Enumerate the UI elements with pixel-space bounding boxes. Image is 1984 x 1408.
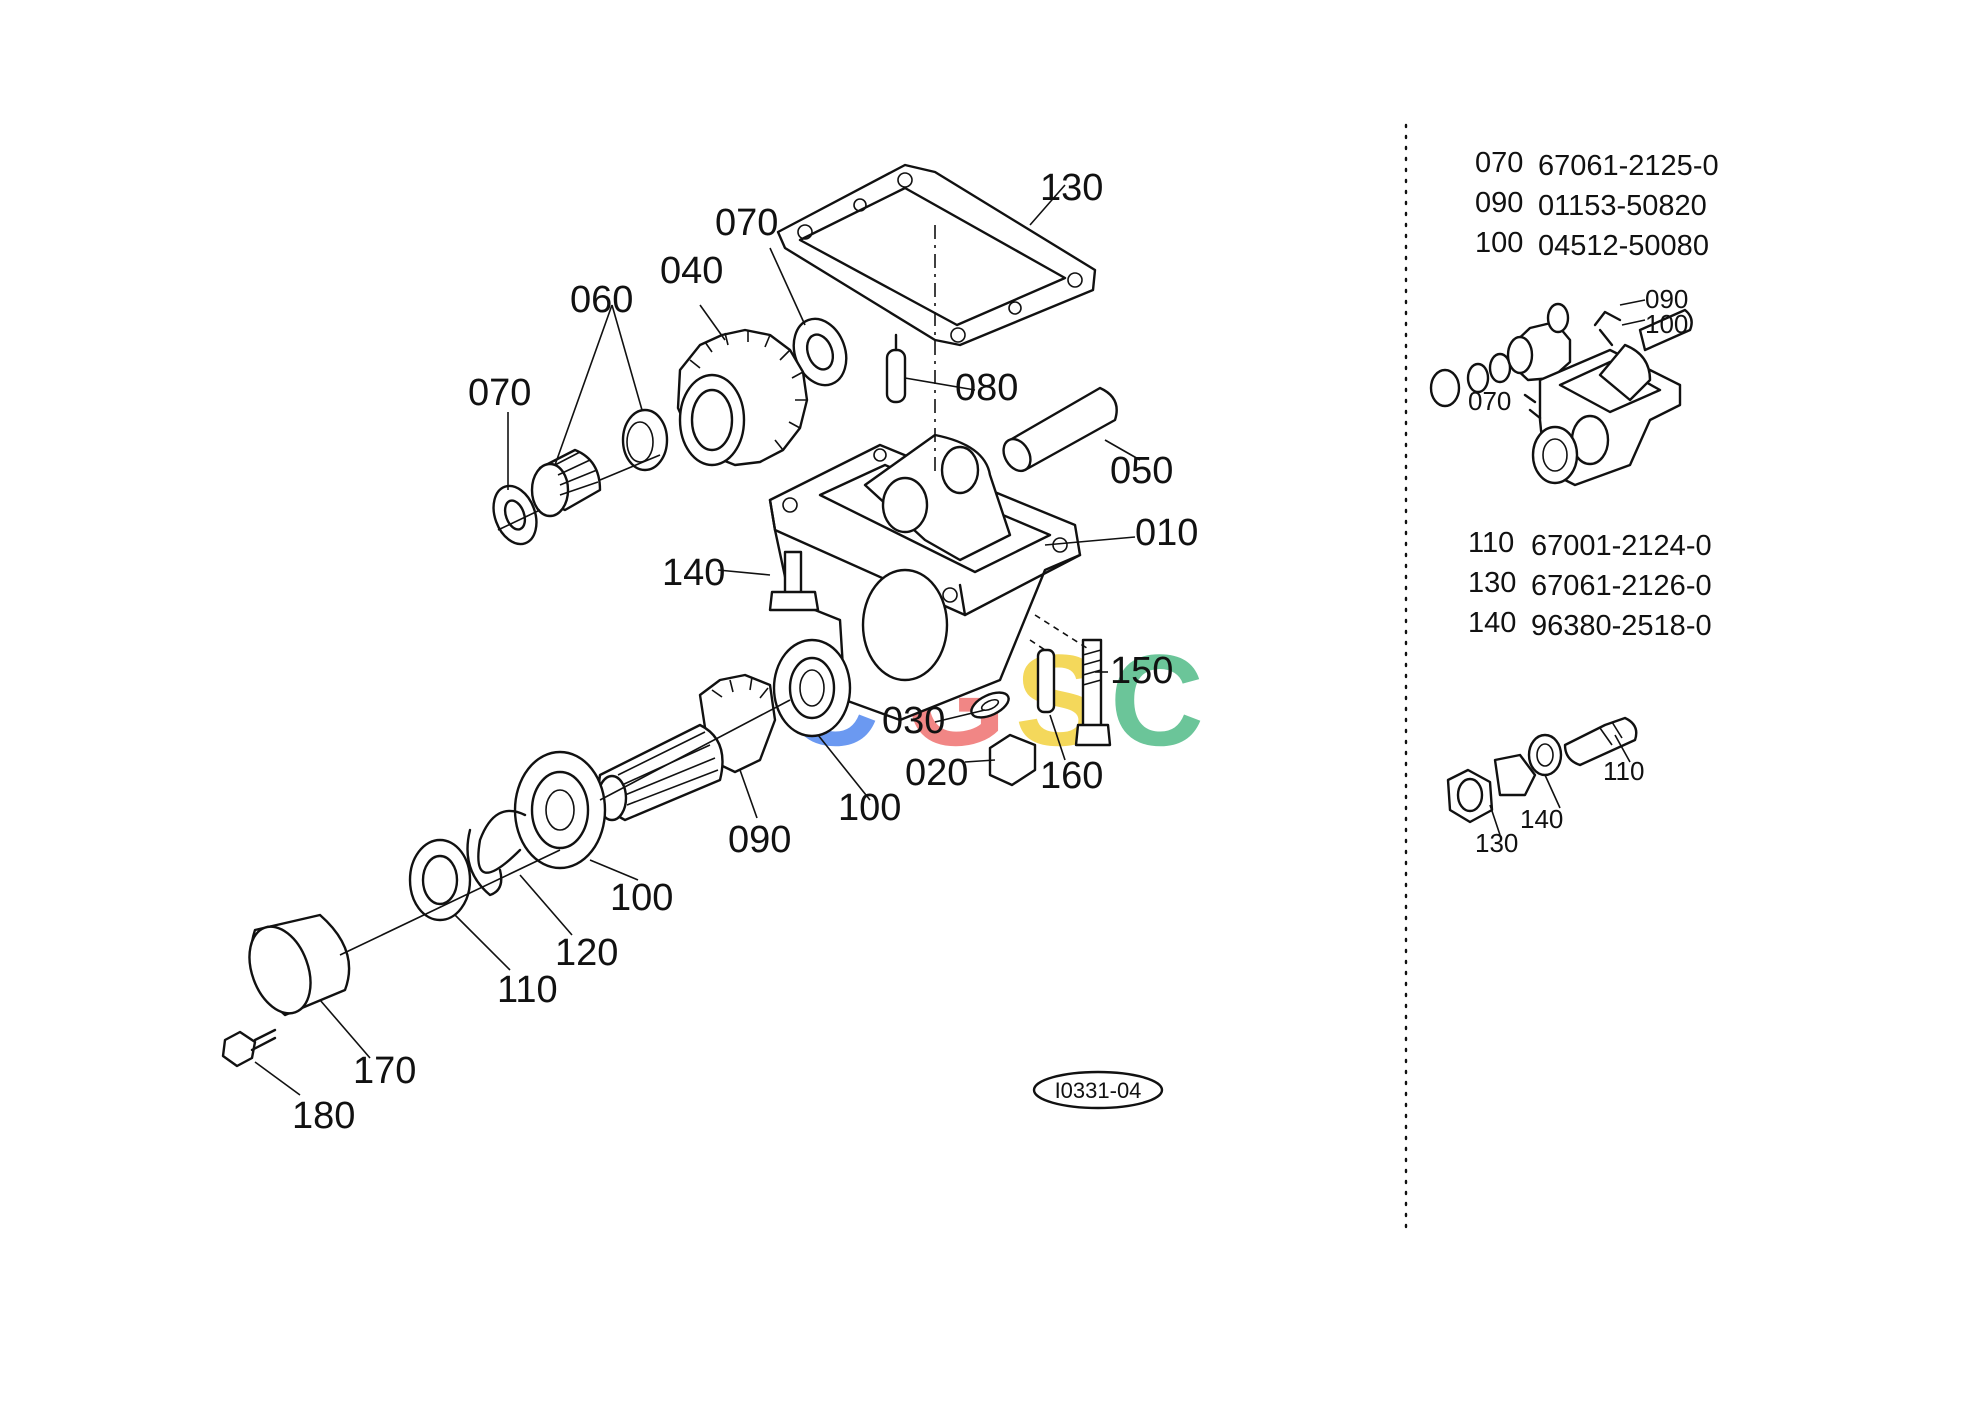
cap-170 [248,913,351,1017]
gear-040 [676,328,809,467]
callout-010: 010 [1135,512,1198,554]
callout-020: 020 [905,752,968,794]
callouts: 130 070 040 060 070 080 050 010 140 150 … [292,167,1198,1137]
inset2-label-110: 110 [1603,756,1644,786]
bolt-150 [1074,638,1112,747]
pin-080 [885,333,907,404]
bolt-140 [768,550,820,612]
needle-bearing-060-a [621,408,669,472]
washer-070-left [492,484,538,546]
part-number: 67061-2126-0 [1531,570,1712,602]
part-number: 96380-2518-0 [1531,610,1712,642]
screw-180 [221,1028,277,1068]
part-number: 04512-50080 [1538,230,1709,262]
callout-150: 150 [1110,650,1173,692]
callout-140: 140 [662,552,725,594]
inset1-label-090: 090 [1645,284,1688,314]
callout-050: 050 [1110,450,1173,492]
bearing-100-upper [772,638,852,738]
part-ref: 100 [1475,227,1523,259]
callout-100-upper: 100 [838,787,901,829]
callout-070-left: 070 [468,372,531,414]
plug-020 [988,733,1037,787]
pin-160 [1036,648,1056,714]
parts-table-group-1: 070 67061-2125-0 090 01153-50820 100 045… [1475,147,1719,262]
snap-ring-120 [466,809,527,897]
main-drawing: 130 070 040 060 070 080 050 010 140 150 … [221,163,1198,1137]
callout-110: 110 [497,969,558,1011]
callout-130: 130 [1040,167,1103,209]
watermark-letter-4: C [1110,627,1204,773]
housing-010 [768,433,1082,722]
inset1-label-070: 070 [1468,386,1511,416]
assembly-lines [339,225,1091,956]
inset2-label-130: 130 [1475,828,1518,858]
inset-drawing-2: 110 140 130 [1446,716,1644,858]
needle-bearing-060-b [530,448,602,518]
part-ref: 090 [1475,187,1523,219]
part-number: 67061-2125-0 [1538,150,1719,182]
shaft-050 [1002,386,1118,473]
callout-040: 040 [660,250,723,292]
callout-030: 030 [882,700,945,742]
gear-shaft-090 [596,673,777,822]
callout-170: 170 [353,1050,416,1092]
bearing-100-lower [513,750,607,870]
callout-160: 160 [1040,755,1103,797]
callout-180: 180 [292,1095,355,1137]
reference-code-badge: I0331-04 [1032,1070,1164,1110]
callout-120: 120 [555,932,618,974]
callout-080: 080 [955,367,1018,409]
part-ref: 130 [1468,567,1516,599]
inset1-label-100: 100 [1645,309,1688,339]
leader-lines [254,184,1141,1096]
callout-070-top: 070 [715,202,778,244]
callout-060: 060 [570,279,633,321]
part-ref: 110 [1468,527,1514,559]
part-number: 01153-50820 [1538,190,1707,222]
part-ref: 140 [1468,607,1516,639]
reference-code: I0331-04 [1055,1078,1142,1103]
part-ref: 070 [1475,147,1523,179]
gasket-130 [776,163,1097,347]
inset-drawing-1: 090 100 070 [1429,284,1693,487]
inset2-label-140: 140 [1520,804,1563,834]
callout-090: 090 [728,819,791,861]
part-number: 67001-2124-0 [1531,530,1712,562]
callout-100-lower: 100 [610,877,673,919]
parts-table-group-2: 110 67001-2124-0 130 67061-2126-0 140 96… [1468,527,1712,642]
